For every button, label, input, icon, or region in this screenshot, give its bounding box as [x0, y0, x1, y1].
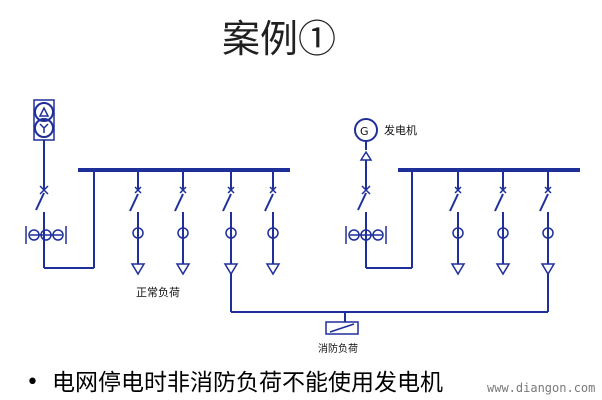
feeder-7-fire	[539, 170, 556, 312]
transformer-icon	[33, 99, 55, 141]
current-transformers-gen	[345, 226, 387, 244]
generator-switch	[357, 192, 367, 211]
feeder-6	[494, 170, 511, 276]
bullet-text: 电网停电时非消防负荷不能使用发电机	[52, 370, 443, 396]
watermark: www.diangon.com	[487, 381, 595, 395]
feeder-4	[264, 170, 281, 276]
page-title: 案例①	[222, 17, 336, 61]
fire-load-label: 消防负荷	[318, 342, 358, 355]
feeder-5	[449, 170, 466, 276]
current-transformers	[25, 226, 67, 244]
feeder-3-fire	[222, 170, 239, 312]
generator-letter: G	[360, 125, 369, 138]
normal-load-label: 正常负荷	[136, 285, 180, 299]
feeder-2	[174, 170, 191, 276]
incomer-switch	[35, 192, 45, 211]
generator-label: 发电机	[384, 123, 417, 137]
transfer-switch	[325, 321, 359, 335]
feeder-1	[129, 170, 146, 276]
bullet-dot: •	[26, 370, 39, 395]
